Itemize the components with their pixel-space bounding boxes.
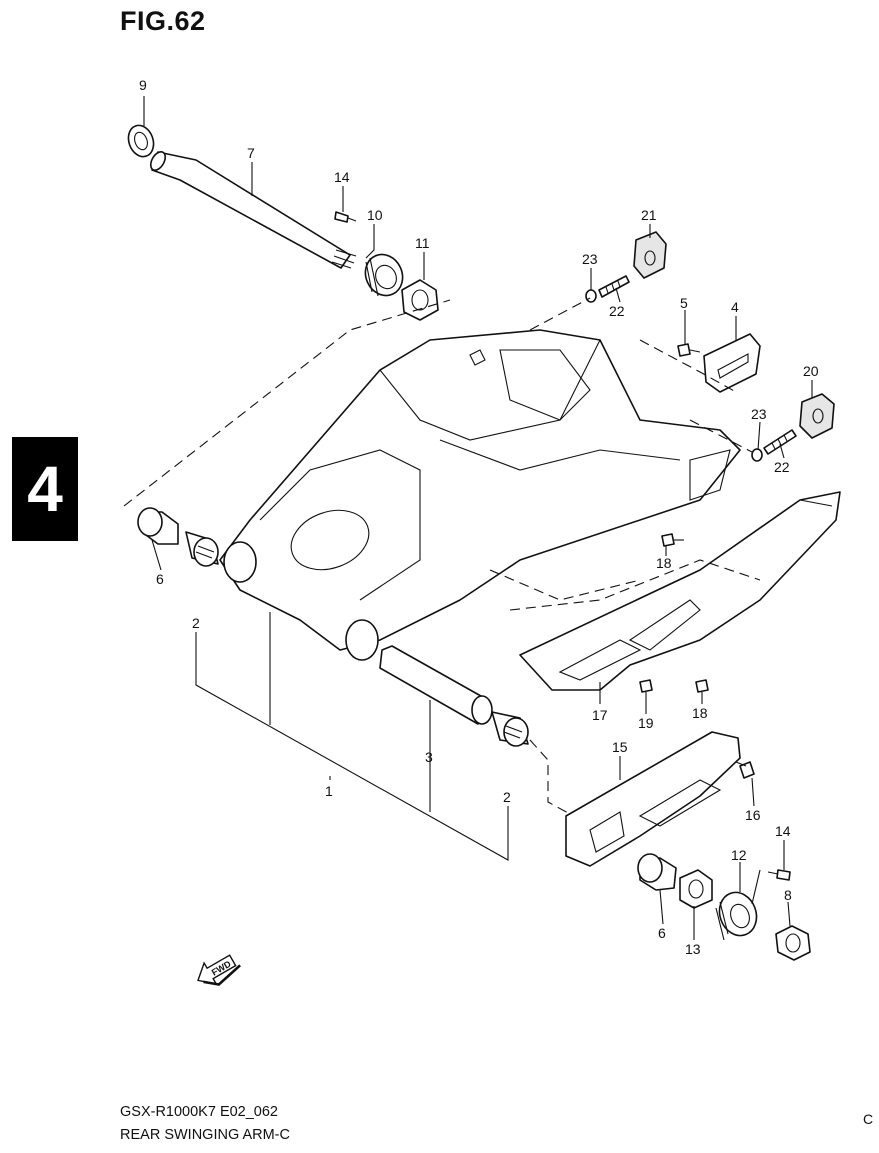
callout-23: 23 (582, 251, 598, 267)
part-4-plate (703, 333, 761, 393)
section-tab: 4 (12, 437, 78, 541)
callout-2: 2 (503, 789, 511, 805)
fwd-arrow-icon: FWD (197, 954, 241, 986)
part-7-pivot-shaft (149, 151, 357, 269)
model-code: GSX-R1000K7 E02_062 (120, 1104, 278, 1120)
part-18-bolt-upper (661, 533, 684, 547)
callout-12: 12 (731, 847, 747, 863)
part-1-swing-arm (219, 329, 741, 661)
section-tab-number: 4 (27, 453, 63, 525)
callout-20: 20 (803, 363, 819, 379)
callout-11: 11 (415, 235, 430, 251)
part-11-lock-nut (401, 279, 439, 321)
callout-3: 3 (425, 749, 433, 765)
callout-1: 1 (325, 783, 333, 799)
callout-7: 7 (247, 145, 255, 161)
part-3-sleeve (379, 645, 493, 725)
part-14-bolt-bottom (767, 869, 791, 881)
callout-16: 16 (745, 807, 761, 823)
callout-17: 17 (592, 707, 608, 723)
leader-lines (123, 96, 813, 940)
callout-18: 18 (692, 705, 708, 721)
callout-8: 8 (784, 887, 792, 903)
part-10-adjuster (364, 253, 404, 297)
part-6-collar-left (137, 507, 179, 545)
part-8-nut (775, 925, 811, 961)
callout-10: 10 (367, 207, 383, 223)
part-14-bolt-top (334, 211, 357, 223)
part-17-chain-guard (519, 491, 841, 691)
callout-18: 18 (656, 555, 672, 571)
callout-9: 9 (139, 77, 147, 93)
callout-4: 4 (731, 299, 739, 315)
part-19-bolt (639, 679, 653, 693)
callout-2: 2 (192, 615, 200, 631)
callout-14: 14 (334, 169, 350, 185)
part-5-screw (677, 343, 701, 357)
callout-21: 21 (641, 207, 657, 223)
part-13-lock-nut (679, 869, 713, 909)
callout-19: 19 (638, 715, 654, 731)
figure-title: FIG.62 (120, 6, 206, 36)
callout-6: 6 (658, 925, 666, 941)
callout-22: 22 (774, 459, 790, 475)
diagram-caption: REAR SWINGING ARM-C (120, 1127, 290, 1143)
callout-13: 13 (685, 941, 701, 957)
part-6-collar-right (637, 853, 677, 891)
part-18-bolt-lower (695, 679, 709, 693)
part-12-adjuster (715, 891, 758, 941)
part-15-chain-slider (565, 731, 741, 867)
part-23-22-bolt-upper (585, 275, 630, 303)
callout-22: 22 (609, 303, 625, 319)
callout-23: 23 (751, 406, 767, 422)
part-23-22-bolt-right (751, 429, 797, 462)
callout-5: 5 (680, 295, 688, 311)
part-20-block (799, 393, 835, 439)
part-2-bearing-left (185, 531, 219, 567)
part-16-bolt (735, 761, 755, 779)
part-9-seal (127, 124, 155, 158)
part-21-block (633, 231, 667, 279)
callout-14: 14 (775, 823, 791, 839)
corner-mark: C (863, 1111, 874, 1127)
callout-6: 6 (156, 571, 164, 587)
callout-15: 15 (612, 739, 628, 755)
part-2-bearing-right (491, 711, 529, 747)
